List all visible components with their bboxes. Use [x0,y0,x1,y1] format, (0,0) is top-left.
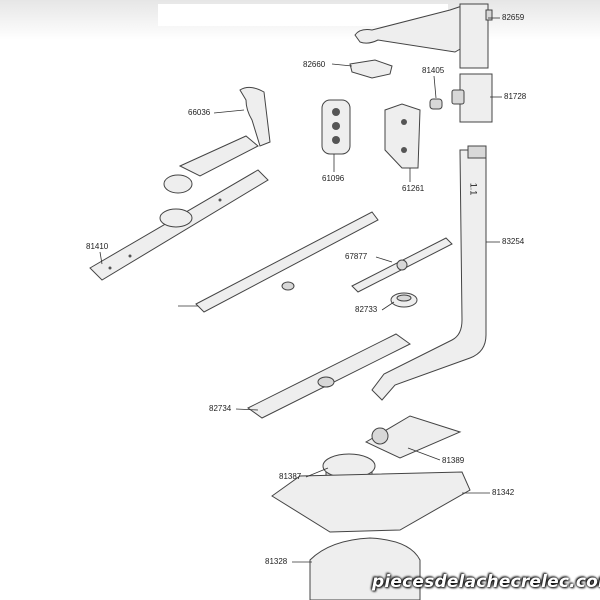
part-67877-satellite-arm [351,237,453,293]
label-66036: 66036 [188,108,211,117]
part-61261-holder [384,103,421,169]
part-81728-connector [451,73,493,123]
label-81328: 81328 [265,557,288,566]
part-82660-clip [349,59,393,79]
label-61261: 61261 [402,184,425,193]
label-81342: 81342 [492,488,515,497]
label-83254: 83254 [502,237,525,246]
label-81405: 81405 [422,66,445,75]
part-81328-sump [309,537,421,600]
label-82733: 82733 [355,305,378,314]
top-white-tab [158,4,448,26]
label-81410: 81410 [86,242,109,251]
part-82733-seal [390,292,418,308]
part-82734-lower-spray-arm [247,333,411,419]
label-82734: 82734 [209,404,232,413]
part-middle-spray-arm [195,211,379,313]
label-81389: 81389 [442,456,465,465]
part-81405-seal [429,98,443,110]
label-67877: 67877 [345,252,368,261]
label-82659: 82659 [502,13,525,22]
part-82659-upper-pipe [354,3,493,69]
part-66036-arm-support [163,86,271,194]
watermark: piecesdelachecrelec.com [372,572,600,592]
part-83254-main-pipe [371,145,487,401]
label-81387: 81387 [279,472,302,481]
part-81410-upper-spray-arm [89,169,269,281]
pipe-mark: 1.1 [468,182,479,196]
part-81389-plate [364,415,462,459]
label-81728: 81728 [504,92,527,101]
part-81342-flat-filter [271,471,471,533]
label-82660: 82660 [303,60,326,69]
label-61096: 61096 [322,174,345,183]
part-61096-filter [321,99,351,155]
leader-lines [99,17,502,563]
